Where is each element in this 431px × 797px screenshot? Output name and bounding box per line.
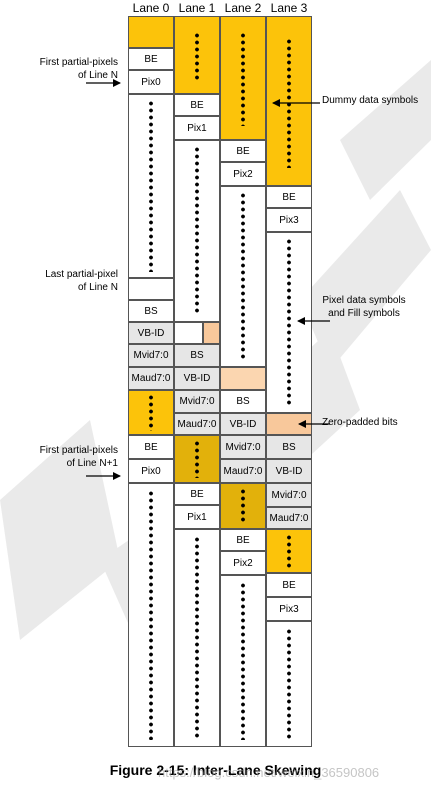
lane3-vbid: VB-ID	[266, 459, 312, 483]
lane2-dummy-dots	[241, 32, 245, 126]
lane1-mvid: Mvid7:0	[174, 390, 220, 413]
lane3-bs: BS	[266, 435, 312, 459]
lane3-maud: Maud7:0	[266, 507, 312, 529]
label-pixel-fill-2: and Fill symbols	[328, 308, 400, 319]
lane2-zero-padded	[220, 367, 266, 390]
lane0-dummy-block	[128, 16, 174, 48]
lane1-dummy-dots-2	[195, 440, 199, 478]
lane3-be-2: BE	[266, 573, 312, 597]
lane3-pixel-dots	[287, 238, 291, 406]
label-last-partial-line-n-2: of Line N	[77, 282, 118, 293]
lane1-pixel-dots	[195, 146, 199, 314]
lane1-partial-pixel	[174, 322, 203, 344]
lane0-be-2: BE	[128, 435, 174, 459]
lane-0-header: Lane 0	[132, 1, 170, 15]
lane3-dummy-dots-2	[287, 534, 291, 568]
lane2-be: BE	[220, 140, 266, 162]
lane-1-header: Lane 1	[178, 1, 216, 15]
lane1-be-2: BE	[174, 483, 220, 505]
lane0-pix0-2: Pix0	[128, 459, 174, 483]
lane-3-header: Lane 3	[270, 1, 308, 15]
label-pixel-fill-symbols: Pixel data symbols and Fill symbols	[314, 294, 414, 320]
lane0-mvid: Mvid7:0	[128, 344, 174, 367]
lane2-pixel-dots-2	[241, 582, 245, 740]
lane0-dummy-dots	[149, 394, 153, 431]
lane1-be: BE	[174, 94, 220, 116]
lane2-pix2-2: Pix2	[220, 551, 266, 575]
label-dummy-data-symbols: Dummy data symbols	[322, 95, 419, 106]
lane0-pixel-dots	[149, 100, 153, 272]
lane1-bs: BS	[174, 344, 220, 367]
lane2-bs: BS	[220, 390, 266, 413]
lane1-pix1: Pix1	[174, 116, 220, 140]
lane0-vbid: VB-ID	[128, 322, 174, 344]
label-last-partial-line-n-1: Last partial-pixel	[45, 269, 118, 280]
lane3-pixel-dots-2	[287, 628, 291, 740]
label-last-partial-line-n: Last partial-pixel of Line N	[8, 268, 118, 294]
lane1-pixel-dots-2	[195, 536, 199, 740]
label-pixel-fill-1: Pixel data symbols	[322, 295, 406, 306]
label-first-partial-line-n-2: of Line N	[77, 70, 118, 81]
watermark-url: https://blog.csdn.net/weixin_36590806	[158, 765, 380, 780]
lane0-last-partial-pixel	[128, 278, 174, 300]
lane2-mvid: Mvid7:0	[220, 435, 266, 459]
label-first-partial-line-n1-2: of Line N+1	[66, 458, 118, 469]
label-first-partial-line-n-1: First partial-pixels	[39, 57, 118, 68]
lane2-pix2: Pix2	[220, 162, 266, 186]
lane3-pix3-2: Pix3	[266, 597, 312, 621]
lane0-pixel-dots-2	[149, 490, 153, 740]
lane2-be-2: BE	[220, 529, 266, 551]
lane0-bs: BS	[128, 300, 174, 322]
lane0-pix0: Pix0	[128, 70, 174, 94]
figure-caption: Figure 2-15: Inter-Lane Skewing	[109, 762, 322, 778]
label-first-partial-line-n: First partial-pixels of Line N	[8, 56, 118, 82]
lane2-pixel-dots	[241, 192, 245, 360]
lane1-maud: Maud7:0	[174, 413, 220, 435]
lane1-dummy-dots	[195, 32, 199, 80]
lane1-vbid: VB-ID	[174, 367, 220, 390]
lane2-dummy-dots-2	[241, 488, 245, 524]
label-first-partial-line-n1-1: First partial-pixels	[39, 445, 118, 456]
label-first-partial-line-n1: First partial-pixels of Line N+1	[8, 444, 118, 470]
lane1-pix1-2: Pix1	[174, 505, 220, 529]
lane3-mvid: Mvid7:0	[266, 483, 312, 507]
lane-2-header: Lane 2	[224, 1, 262, 15]
lane0-be: BE	[128, 48, 174, 70]
lane2-vbid: VB-ID	[220, 413, 266, 435]
lane1-zero-padded	[203, 322, 220, 344]
lane3-be: BE	[266, 186, 312, 208]
lane0-maud: Maud7:0	[128, 367, 174, 390]
lane3-pix3: Pix3	[266, 208, 312, 232]
lane2-maud: Maud7:0	[220, 459, 266, 483]
label-zero-padded-bits: Zero-padded bits	[322, 417, 398, 428]
